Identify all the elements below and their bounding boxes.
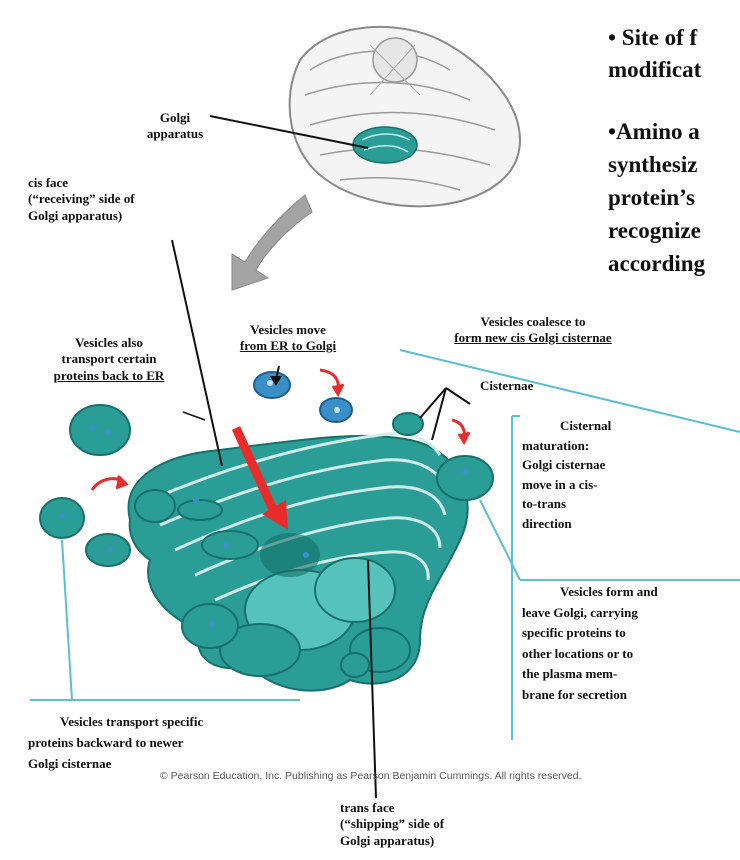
cis-face-label: cis face (“receiving” side of Golgi appa… bbox=[28, 175, 228, 224]
vesicles-backward-label: Vesicles transport specific proteins bac… bbox=[28, 712, 308, 774]
bullet-2-line-1: •Amino a bbox=[608, 118, 740, 146]
bullet-1-line-2: modificat bbox=[608, 56, 740, 84]
vesicles-back-to-er-label: Vesicles also transport certain proteins… bbox=[14, 335, 204, 384]
vesicles-from-er-label: Vesicles move from ER to Golgi bbox=[208, 322, 368, 355]
copyright-credit: © Pearson Education, Inc. Publishing as … bbox=[160, 770, 582, 782]
vesicles-leave-golgi-label: Vesicles form and leave Golgi, carrying … bbox=[522, 582, 740, 705]
bullet-2-line-4: recognize bbox=[608, 217, 740, 245]
vesicles-coalesce-label: Vesicles coalesce to form new cis Golgi … bbox=[392, 314, 674, 347]
cisternal-maturation-label: Cisternal maturation: Golgi cisternae mo… bbox=[522, 416, 692, 533]
bullet-2-line-5: according bbox=[608, 250, 740, 278]
golgi-apparatus-label: Golgi apparatus bbox=[125, 110, 225, 143]
bullet-2-line-2: synthesiz bbox=[608, 151, 740, 179]
vesicle-leaving bbox=[437, 456, 493, 500]
zoom-arrow bbox=[232, 195, 312, 290]
bullet-2-line-3: protein’s bbox=[608, 184, 740, 212]
trans-face-label: trans face (“shipping” side of Golgi app… bbox=[340, 800, 540, 849]
golgi-stack bbox=[128, 434, 467, 691]
bullet-1-line-1: • Site of f bbox=[608, 24, 740, 52]
cisternae-label: Cisternae bbox=[480, 378, 533, 394]
vesicle-back-to-er bbox=[70, 405, 130, 455]
cell-thumbnail bbox=[290, 27, 520, 206]
